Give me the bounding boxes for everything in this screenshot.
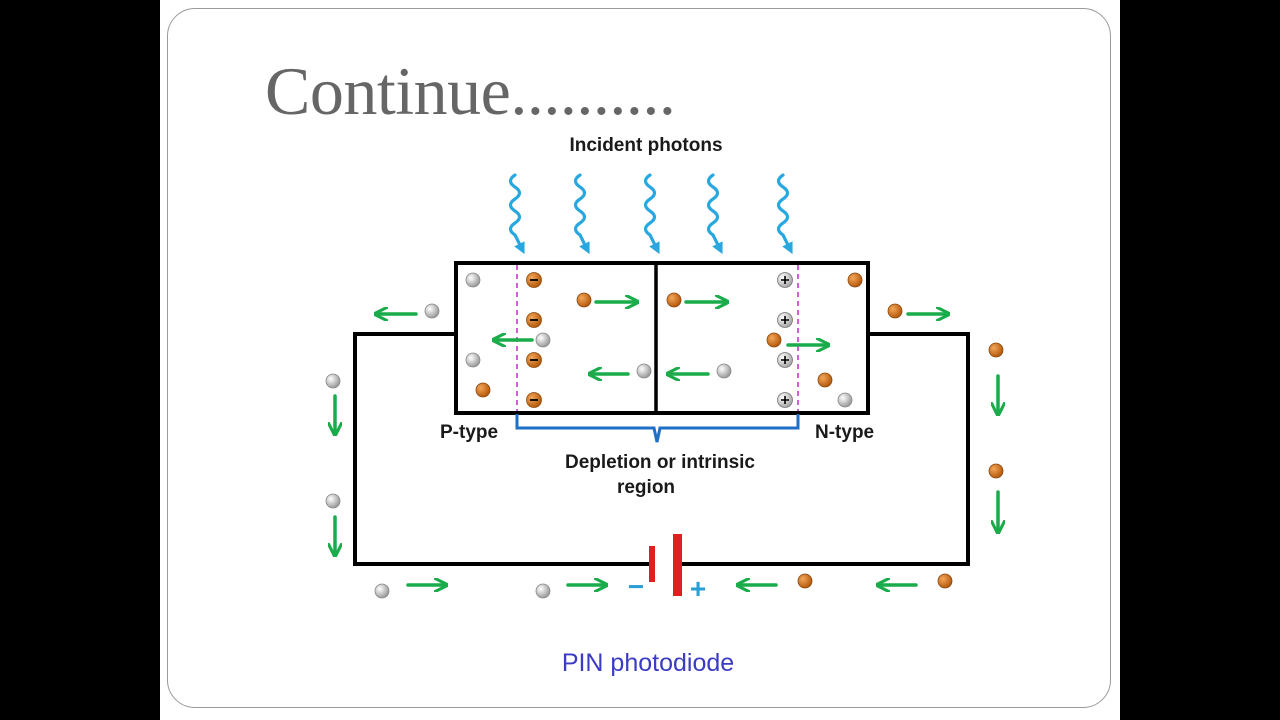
negative-ions [526, 272, 542, 408]
slide-title: Continue.......... [265, 53, 676, 129]
hole-carrier [325, 493, 341, 509]
current-arrows [335, 302, 998, 585]
electron-carrier [847, 272, 863, 288]
diode-body [454, 261, 870, 415]
electron-carrier [887, 303, 903, 319]
negative-ion [526, 272, 542, 288]
circuit-wire [353, 332, 970, 566]
negative-ion [526, 352, 542, 368]
p-type-label: P-type [440, 422, 498, 443]
electron-carrier [576, 292, 592, 308]
hole-carrier [374, 583, 390, 599]
diagram-caption: PIN photodiode [562, 649, 734, 677]
electron-carrier [988, 342, 1004, 358]
slide: Continue.......... Incident photon [160, 0, 1120, 720]
n-type-label: N-type [815, 422, 874, 443]
battery-plus-sign: + [690, 573, 706, 604]
hole-carrier [325, 373, 341, 389]
photon-arrow [573, 173, 590, 255]
negative-ion [526, 312, 542, 328]
hole-carrier [535, 583, 551, 599]
positive-ion [777, 272, 793, 288]
electron-carrier [817, 372, 833, 388]
depletion-edges [516, 265, 799, 411]
positive-ion [777, 312, 793, 328]
electron-carrier [666, 292, 682, 308]
photon-arrow [706, 173, 723, 255]
hole-carrier [465, 272, 481, 288]
hole-carrier [837, 392, 853, 408]
electron-carrier [797, 573, 813, 589]
depletion-label-line2: region [617, 477, 675, 498]
electrons [475, 272, 1004, 589]
positive-ion [777, 392, 793, 408]
depletion-label-line1: Depletion or intrinsic [565, 452, 755, 473]
incident-photons-label: Incident photons [569, 135, 722, 156]
positive-ions [777, 272, 793, 408]
slide-frame [167, 8, 1111, 708]
electron-carrier [988, 463, 1004, 479]
hole-carrier [424, 303, 440, 319]
photon-arrow [776, 173, 793, 255]
photon-arrow [643, 173, 660, 255]
electron-carrier [937, 573, 953, 589]
electron-carrier [766, 332, 782, 348]
photon-arrows [508, 173, 793, 255]
electron-carrier [475, 382, 491, 398]
pin-photodiode-diagram: Incident photons P-type N-type Depletion… [325, 135, 1120, 677]
depletion-bracket [515, 414, 800, 443]
hole-carrier [636, 363, 652, 379]
hole-carrier [716, 363, 732, 379]
hole-carrier [465, 352, 481, 368]
holes [325, 272, 853, 599]
photon-arrow [508, 173, 525, 255]
negative-ion [526, 392, 542, 408]
positive-ion [777, 352, 793, 368]
battery-minus-sign: − [628, 571, 644, 602]
hole-carrier [535, 332, 551, 348]
battery [649, 534, 682, 596]
